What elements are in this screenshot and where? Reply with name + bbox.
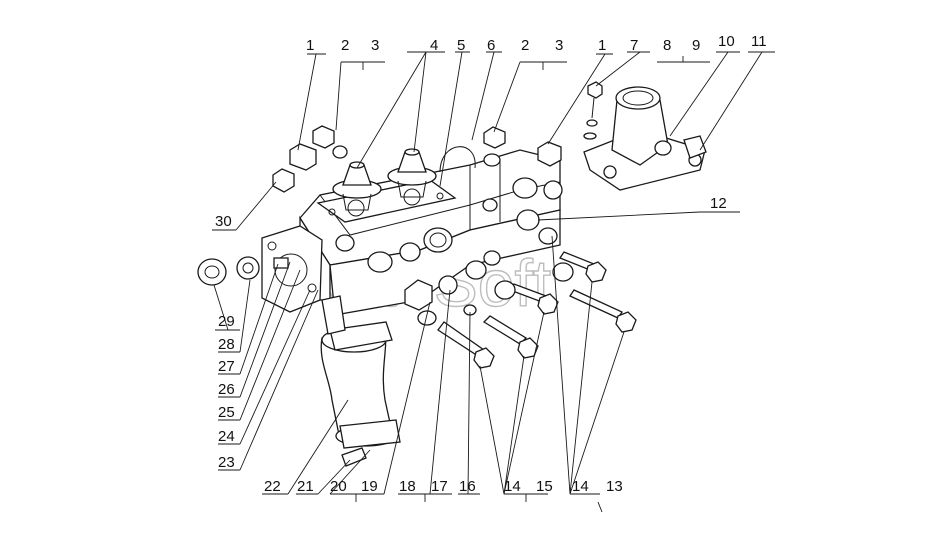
callout-15: 15: [536, 478, 553, 495]
callout-26: 26: [218, 381, 235, 398]
callout-11: 11: [751, 33, 767, 50]
callout-14: 14: [504, 478, 521, 495]
bolt-set: [437, 251, 637, 369]
gasket-plate: [316, 179, 457, 223]
callout-30: 30: [215, 213, 232, 230]
callout-13: 13: [606, 478, 623, 495]
callout-5: 5: [457, 37, 465, 54]
callout-6: 6: [487, 37, 495, 54]
water-outlet-elbow: [583, 81, 707, 191]
callout-20: 20: [330, 478, 347, 495]
callout-labels: 1 2 3 4 5 6 2 3 1 7 8 9 10 11 12 30 29 2…: [215, 33, 767, 495]
callout-21: 21: [297, 478, 314, 495]
callout-14: 14: [572, 478, 589, 495]
callout-3: 3: [555, 37, 563, 54]
callout-22: 22: [264, 478, 281, 495]
callout-1: 1: [598, 37, 606, 54]
side-cover-plate: [261, 225, 323, 313]
callout-16: 16: [459, 478, 476, 495]
thermostat-right: [387, 148, 437, 198]
callout-1: 1: [306, 37, 314, 54]
fittings: [404, 209, 574, 326]
callout-24: 24: [218, 428, 235, 445]
callout-27: 27: [218, 358, 235, 375]
thermostat-left: [332, 161, 382, 211]
callout-3: 3: [371, 37, 379, 54]
callout-7: 7: [630, 37, 638, 54]
callout-2: 2: [341, 37, 349, 54]
callout-9: 9: [692, 37, 700, 54]
hose-assembly: [320, 295, 401, 467]
leader-lines: [212, 51, 775, 513]
callout-28: 28: [218, 336, 235, 353]
callout-19: 19: [361, 478, 378, 495]
callout-2: 2: [521, 37, 529, 54]
callout-29: 29: [218, 313, 235, 330]
callout-23: 23: [218, 454, 235, 471]
wire-loop: [439, 146, 476, 173]
plug-set-top-middle: [483, 126, 562, 167]
callout-17: 17: [431, 478, 448, 495]
callout-12: 12: [710, 195, 727, 212]
drain-plug: [197, 256, 260, 286]
callout-25: 25: [218, 404, 235, 421]
callout-18: 18: [399, 478, 416, 495]
plug-set-top-left: [272, 125, 348, 193]
callout-8: 8: [663, 37, 671, 54]
callout-10: 10: [718, 33, 735, 50]
callout-4: 4: [430, 37, 438, 54]
